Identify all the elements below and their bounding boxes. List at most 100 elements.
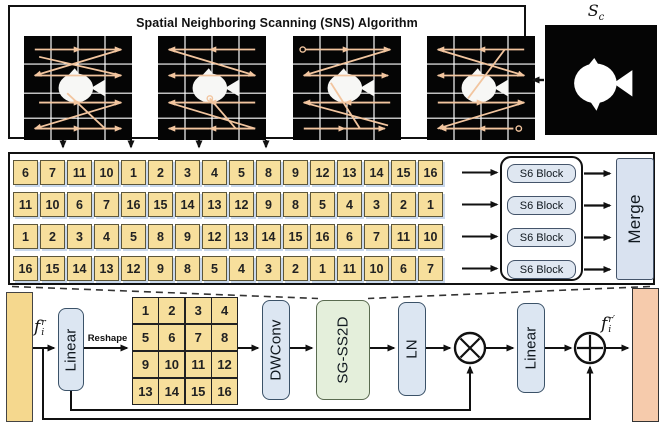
scan-cell: 4 <box>202 160 227 185</box>
scan-cell: 4 <box>229 256 254 281</box>
output-feature-band <box>632 288 659 422</box>
scan-cell: 11 <box>391 224 416 249</box>
reshape-cell: 4 <box>212 298 237 324</box>
scan-cell: 7 <box>364 224 389 249</box>
scan-cell: 8 <box>283 192 308 217</box>
output-feature-label: f r′i <box>601 314 615 335</box>
reshape-cell: 14 <box>159 378 185 404</box>
scan-cell: 2 <box>283 256 308 281</box>
reshape-cell: 2 <box>159 298 185 324</box>
merge-label: Merge <box>625 194 644 244</box>
reshape-cell: 5 <box>133 324 158 351</box>
scan-cell: 5 <box>310 192 335 217</box>
scan-cell: 13 <box>202 192 227 217</box>
scan-cell: 12 <box>202 224 227 249</box>
scan-cell: 6 <box>67 192 92 217</box>
sc-mask-image <box>545 25 657 135</box>
scan-cell: 6 <box>13 160 38 185</box>
scan-cell: 6 <box>391 256 416 281</box>
scan-cell: 11 <box>337 256 362 281</box>
sns-to-sequence-arrows <box>59 140 270 149</box>
scan-cell: 15 <box>148 192 173 217</box>
dwconv-block: DWConv <box>262 300 290 400</box>
scan-cell: 10 <box>418 224 443 249</box>
scan-cell: 3 <box>256 256 281 281</box>
linear-block-1: Linear <box>58 308 84 391</box>
sc-label: Sc <box>587 1 605 24</box>
scan-cell: 3 <box>67 224 92 249</box>
fish-shape <box>327 68 374 103</box>
reshape-cell: 9 <box>133 351 158 378</box>
scan-cell: 1 <box>418 192 443 217</box>
scan-cell: 7 <box>94 192 119 217</box>
scan-cell: 2 <box>40 224 65 249</box>
scan-cell: 10 <box>94 160 119 185</box>
scan-cell: 16 <box>121 192 146 217</box>
scan-cell: 16 <box>418 160 443 185</box>
scan-cell: 7 <box>40 160 65 185</box>
reshape-label: Reshape <box>87 333 128 344</box>
scan-cell: 3 <box>175 160 200 185</box>
scan-cell: 13 <box>229 224 254 249</box>
scan-arrows <box>33 46 123 132</box>
reshape-cell: 15 <box>185 378 211 404</box>
scan-cell: 4 <box>337 192 362 217</box>
fish-shape <box>58 68 105 103</box>
linear-block-2: Linear <box>517 303 545 393</box>
scan-cell: 15 <box>40 256 65 281</box>
fish-mask <box>574 58 633 111</box>
expansion-dashed-lines <box>11 285 651 300</box>
reshape-cell: 7 <box>185 324 211 351</box>
scan-cell: 16 <box>310 224 335 249</box>
scan-cell: 9 <box>256 192 281 217</box>
scan-cell: 2 <box>391 192 416 217</box>
scan-cell: 9 <box>283 160 308 185</box>
scan-pattern-panel-4 <box>427 36 535 140</box>
reshape-cell: 13 <box>133 378 158 404</box>
scan-cell: 16 <box>13 256 38 281</box>
scan-cell: 3 <box>364 192 389 217</box>
scan-cell: 8 <box>148 224 173 249</box>
s6-block-1: S6 Block <box>507 164 576 183</box>
scan-pattern-1 <box>24 36 132 140</box>
reshape-cell: 11 <box>185 351 211 378</box>
scan-cell: 5 <box>202 256 227 281</box>
scan-pattern-3 <box>293 36 401 140</box>
s6-block-2: S6 Block <box>507 196 576 215</box>
sg-ss2d-block: SG-SS2D <box>316 300 370 400</box>
multiply-node <box>453 331 487 365</box>
scan-cell: 1 <box>121 160 146 185</box>
layernorm-block: LN <box>398 302 426 396</box>
reshape-cell: 16 <box>212 378 237 404</box>
scan-cell: 9 <box>175 224 200 249</box>
sns-title: Spatial Neighboring Scanning (SNS) Algor… <box>136 16 418 30</box>
scan-cell: 1 <box>13 224 38 249</box>
s6-block-4: S6 Block <box>507 260 576 279</box>
scan-cell: 7 <box>418 256 443 281</box>
scan-cell: 8 <box>175 256 200 281</box>
scan-pattern-panel-3 <box>293 36 401 140</box>
scan-cell: 1 <box>310 256 335 281</box>
scan-cell: 14 <box>175 192 200 217</box>
scan-cell: 10 <box>364 256 389 281</box>
reshape-cell: 3 <box>185 298 211 324</box>
scan-cell: 6 <box>337 224 362 249</box>
reshape-cell: 6 <box>159 324 185 351</box>
scan-pattern-2 <box>158 36 266 140</box>
merge-block: Merge <box>616 158 654 280</box>
scan-pattern-panel-2 <box>158 36 266 140</box>
fish-shape <box>192 68 239 103</box>
reshape-cell: 8 <box>212 324 237 351</box>
scan-cell: 12 <box>310 160 335 185</box>
reshape-cell: 10 <box>159 351 185 378</box>
scan-cell: 14 <box>67 256 92 281</box>
scan-cell: 10 <box>40 192 65 217</box>
scan-arrows <box>167 46 257 132</box>
scan-cell: 11 <box>13 192 38 217</box>
scan-cell: 11 <box>67 160 92 185</box>
scan-arrows <box>299 46 392 132</box>
scan-cell: 5 <box>229 160 254 185</box>
